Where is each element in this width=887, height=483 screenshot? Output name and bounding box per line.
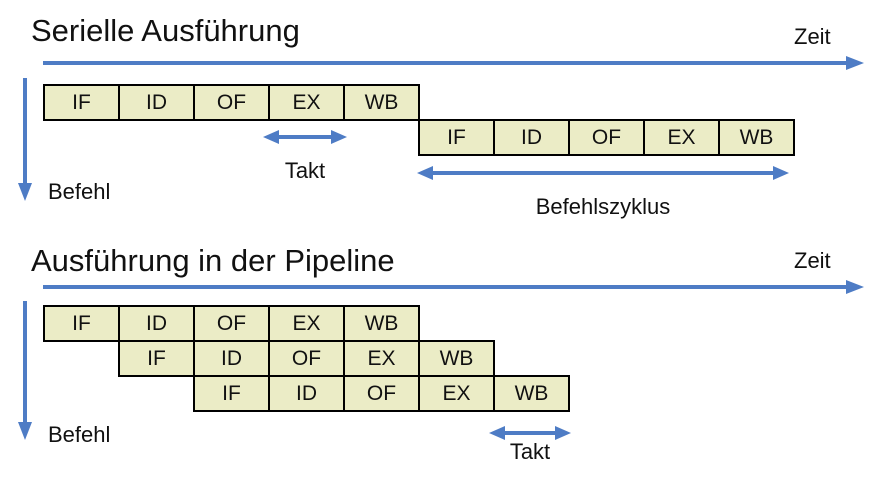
stage-box-id: ID bbox=[118, 305, 195, 342]
serial-clock-right-arrowhead-icon bbox=[331, 130, 347, 144]
pipeline-clock-label: Takt bbox=[509, 439, 551, 464]
pipeline-instruction-axis-label: Befehl bbox=[48, 422, 111, 447]
serial-clock-left-arrowhead-icon bbox=[263, 130, 279, 144]
serial-time-arrowhead-icon bbox=[846, 56, 864, 70]
stage-box-wb: WB bbox=[343, 84, 420, 121]
pipeline-time-axis-label: Zeit bbox=[794, 248, 831, 273]
pipeline-instruction-1-row: IF ID OF EX WB bbox=[43, 305, 420, 342]
serial-cycle-right-arrowhead-icon bbox=[773, 166, 789, 180]
stage-box-id: ID bbox=[493, 119, 570, 156]
stage-box-wb: WB bbox=[343, 305, 420, 342]
stage-box-ex: EX bbox=[343, 340, 420, 377]
serial-instruction-axis-label: Befehl bbox=[48, 179, 111, 204]
pipeline-instruction-arrowhead-icon bbox=[18, 422, 32, 440]
pipeline-instruction-3-row: IF ID OF EX WB bbox=[193, 375, 570, 412]
serial-cycle-left-arrowhead-icon bbox=[417, 166, 433, 180]
stage-box-if: IF bbox=[193, 375, 270, 412]
stage-box-of: OF bbox=[568, 119, 645, 156]
serial-instruction-axis-arrow bbox=[18, 78, 32, 201]
stage-box-of: OF bbox=[268, 340, 345, 377]
pipeline-section-title: Ausführung in der Pipeline bbox=[31, 243, 395, 278]
serial-cycle-label: Befehlszyklus bbox=[535, 194, 671, 219]
stage-box-ex: EX bbox=[268, 84, 345, 121]
pipeline-time-axis-arrow bbox=[43, 280, 864, 294]
stage-box-wb: WB bbox=[418, 340, 495, 377]
pipeline-clock-arrow bbox=[489, 426, 571, 440]
stage-box-if: IF bbox=[418, 119, 495, 156]
serial-time-axis-label: Zeit bbox=[794, 24, 831, 49]
serial-clock-arrow bbox=[263, 130, 347, 144]
stage-box-ex: EX bbox=[643, 119, 720, 156]
pipeline-instruction-2-row: IF ID OF EX WB bbox=[118, 340, 495, 377]
stage-box-if: IF bbox=[43, 305, 120, 342]
serial-clock-label: Takt bbox=[284, 158, 326, 183]
stage-box-id: ID bbox=[193, 340, 270, 377]
stage-box-ex: EX bbox=[268, 305, 345, 342]
serial-section-title: Serielle Ausführung bbox=[31, 13, 300, 48]
stage-box-id: ID bbox=[268, 375, 345, 412]
stage-box-wb: WB bbox=[718, 119, 795, 156]
serial-cycle-arrow bbox=[417, 166, 789, 180]
serial-time-axis-arrow bbox=[43, 56, 864, 70]
pipeline-time-arrowhead-icon bbox=[846, 280, 864, 294]
serial-instruction-arrowhead-icon bbox=[18, 183, 32, 201]
pipeline-clock-left-arrowhead-icon bbox=[489, 426, 505, 440]
pipeline-clock-right-arrowhead-icon bbox=[555, 426, 571, 440]
stage-box-id: ID bbox=[118, 84, 195, 121]
stage-box-ex: EX bbox=[418, 375, 495, 412]
stage-box-of: OF bbox=[193, 305, 270, 342]
stage-box-if: IF bbox=[118, 340, 195, 377]
serial-instruction-1-row: IF ID OF EX WB bbox=[43, 84, 420, 121]
stage-box-of: OF bbox=[193, 84, 270, 121]
stage-box-wb: WB bbox=[493, 375, 570, 412]
pipeline-instruction-axis-arrow bbox=[18, 301, 32, 440]
stage-box-of: OF bbox=[343, 375, 420, 412]
serial-instruction-2-row: IF ID OF EX WB bbox=[418, 119, 795, 156]
